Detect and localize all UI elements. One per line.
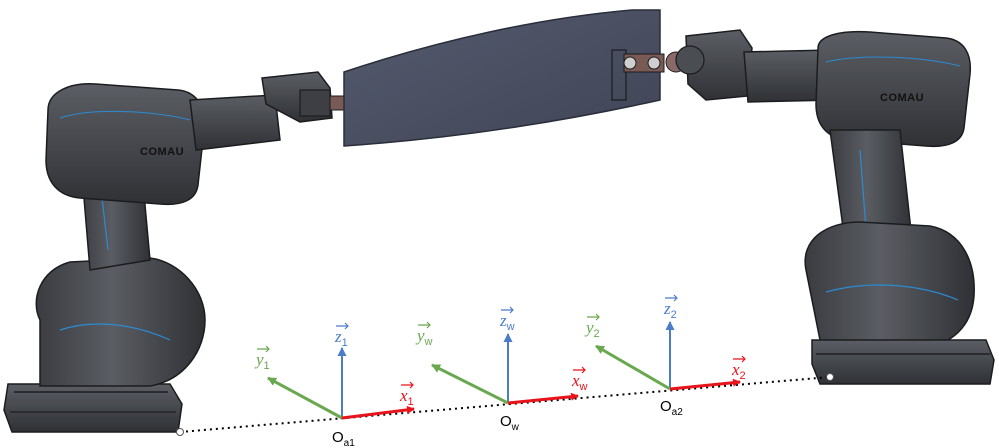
left-robot: COMAU <box>3 71 397 433</box>
left-robot-brand: COMAU <box>140 146 184 158</box>
frame-w: zw yw xw Ow <box>415 311 588 433</box>
y-axis-a2 <box>595 344 671 391</box>
origin-label-w: Ow <box>500 413 520 433</box>
frame-a2: z2 y2 x2 Oa2 <box>584 299 746 418</box>
ground-dotted-line <box>179 376 831 433</box>
x-label-a2: x2 <box>731 360 746 382</box>
x-axis-a1 <box>341 405 415 420</box>
origin-label-a2: Oa2 <box>660 398 683 418</box>
x-axis-a2 <box>669 378 741 391</box>
y-axis-w <box>431 363 509 405</box>
y-label-w: yw <box>415 326 433 348</box>
ground-endpoint-left <box>176 428 184 436</box>
y-axis-a1 <box>267 376 343 420</box>
x-label-a1: x1 <box>399 386 414 408</box>
z-label-a2: z2 <box>663 299 677 321</box>
right-robot: COMAU <box>611 29 995 385</box>
x-label-w: xw <box>571 371 588 393</box>
vector-overbars <box>257 294 746 389</box>
origin-label-a1: Oa1 <box>332 429 355 448</box>
y-label-a1: y1 <box>254 350 270 372</box>
ground-endpoint-right <box>826 373 834 381</box>
right-robot-brand: COMAU <box>880 92 924 104</box>
y-label-a2: y2 <box>584 318 600 340</box>
x-axis-w <box>507 392 579 405</box>
z-label-w: zw <box>499 311 515 333</box>
frame-a1: z1 y1 x1 Oa1 <box>254 327 415 448</box>
z-label-a1: z1 <box>334 327 348 349</box>
